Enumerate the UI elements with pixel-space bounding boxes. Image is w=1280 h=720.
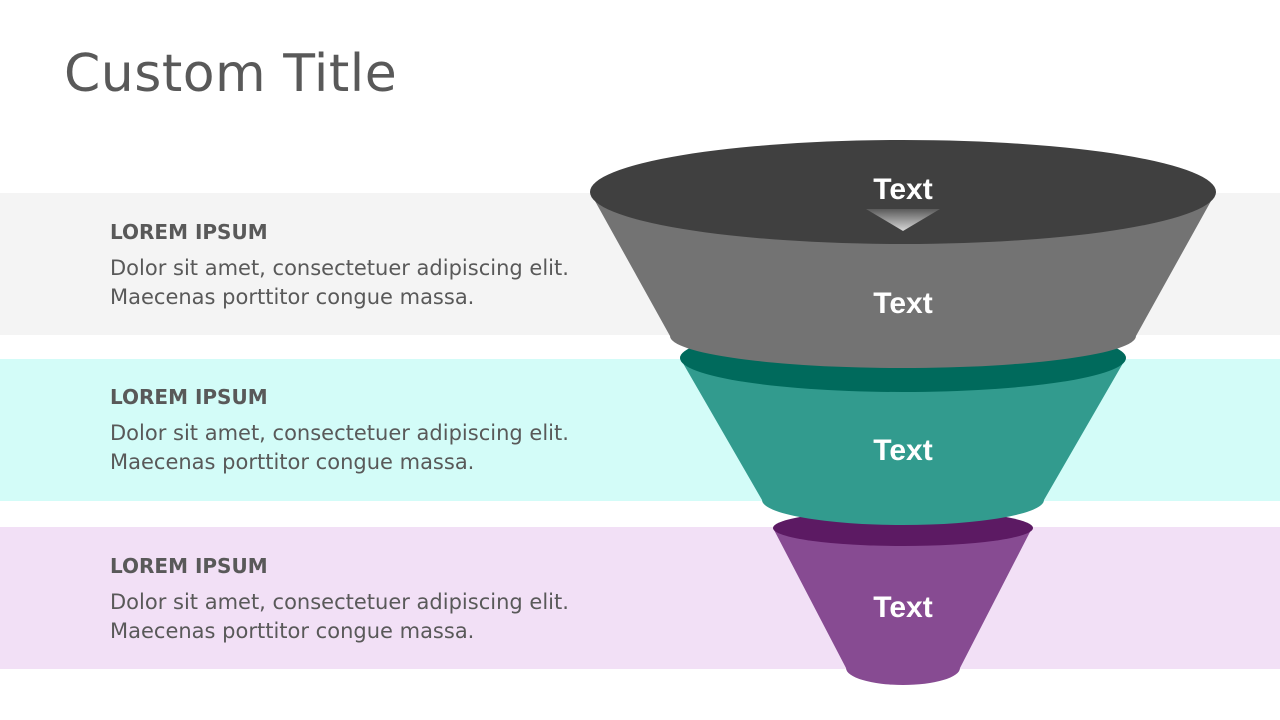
funnel-stage-2-body xyxy=(680,358,1126,525)
funnel-stage-3-body xyxy=(773,528,1032,685)
funnel-top-label: Text xyxy=(873,173,932,206)
row-band-3: LOREM IPSUM Dolor sit amet, consectetuer… xyxy=(0,527,1280,669)
row-description: Dolor sit amet, consectetuer adipiscing … xyxy=(110,256,569,309)
funnel-stage-1-label: Text xyxy=(873,287,932,320)
funnel-stage-1-rim xyxy=(590,140,1216,244)
row-heading: LOREM IPSUM xyxy=(110,385,268,409)
row-heading: LOREM IPSUM xyxy=(110,220,268,244)
row-heading: LOREM IPSUM xyxy=(110,554,268,578)
row-description: Dolor sit amet, consectetuer adipiscing … xyxy=(110,590,569,643)
funnel-stage-3-label: Text xyxy=(873,591,932,624)
slide-title: Custom Title xyxy=(64,44,398,104)
row-description: Dolor sit amet, consectetuer adipiscing … xyxy=(110,421,569,474)
funnel-stage-2-label: Text xyxy=(873,434,932,467)
down-arrow-icon xyxy=(866,209,940,231)
